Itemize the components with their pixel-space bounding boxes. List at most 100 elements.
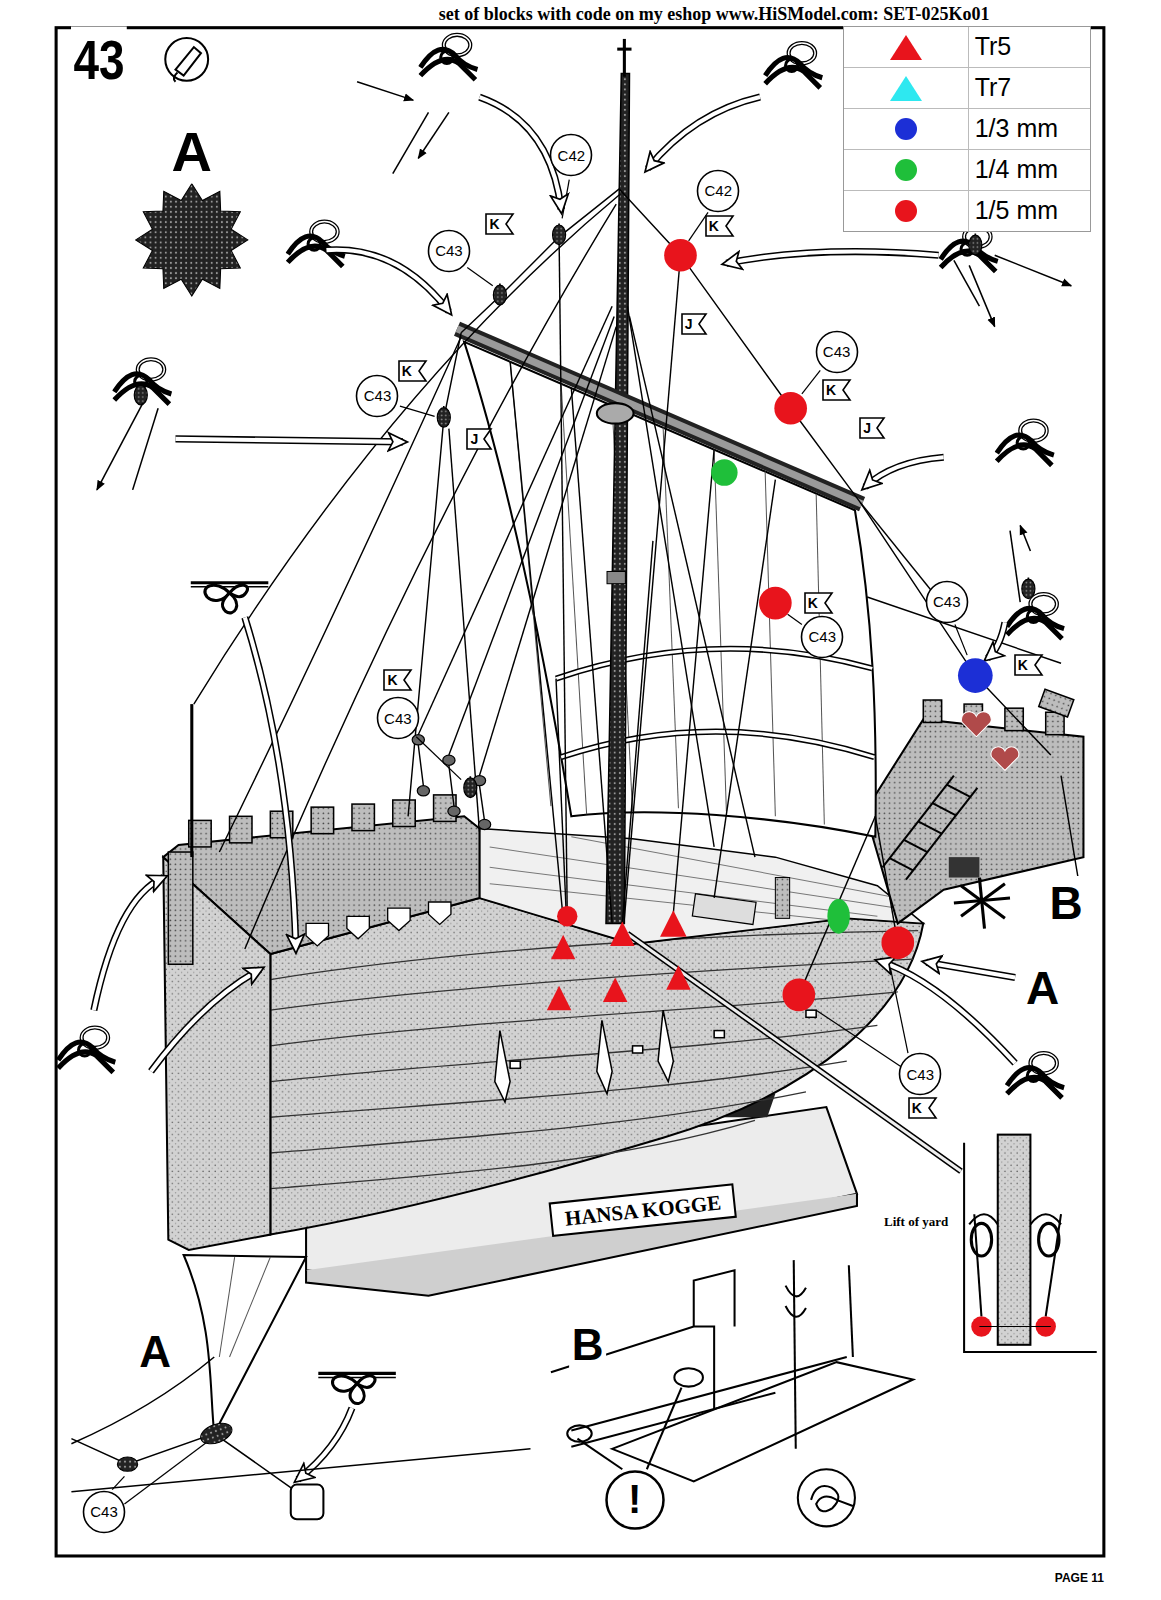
flag-outline (466, 428, 492, 450)
legend-text: 1/3 mm (968, 109, 1090, 149)
legend-swatch (888, 32, 924, 62)
callout-circle: C42 (696, 169, 740, 213)
flag-shape (706, 216, 733, 236)
flag-shape (1015, 655, 1042, 675)
circle-shape (926, 581, 967, 622)
header-note: set of blocks with code on my eshop www.… (436, 4, 993, 25)
circle-shape (900, 1054, 941, 1095)
flag-outline (681, 313, 707, 335)
warning-mark: ! (628, 1477, 641, 1522)
triangle-swatch (890, 76, 922, 101)
circle-shape (606, 1471, 663, 1528)
flag-letter: K (826, 382, 836, 398)
legend-row: 1/5 mm (844, 190, 1090, 231)
circle-shape (84, 1491, 125, 1532)
legend-text: Tr5 (968, 27, 1090, 67)
flag-shape (486, 214, 513, 234)
page-number: PAGE 11 (1052, 1571, 1107, 1585)
legend-swatch (888, 196, 924, 226)
legend-swatch-cell (844, 109, 968, 149)
flag-tag: K (822, 379, 851, 401)
flag-tag: K (485, 213, 514, 235)
legend-text: Tr7 (968, 68, 1090, 108)
flag-shape (682, 314, 706, 334)
legend-swatch (888, 73, 924, 103)
legend-row: Tr7 (844, 67, 1090, 108)
callout-circle: C43 (925, 580, 969, 624)
callout-circle: C43 (355, 374, 399, 418)
legend-row: 1/3 mm (844, 108, 1090, 149)
callout-number: C42 (558, 147, 586, 164)
dot-swatch (895, 159, 917, 181)
detail-letter: B (1046, 876, 1085, 930)
flag-shape (467, 429, 491, 449)
detail-letter: A (1023, 961, 1062, 1015)
circle-shape (357, 375, 398, 416)
callout-circle: C43 (898, 1052, 942, 1096)
detail-letter: B (569, 1320, 607, 1370)
flag-shape (909, 1098, 936, 1118)
flag-tag: K (908, 1097, 937, 1119)
circle-shape (816, 331, 857, 372)
circle-shape (698, 170, 739, 211)
flag-tag: J (466, 428, 492, 450)
detail-letter: A (136, 1327, 174, 1377)
callout-number: C43 (906, 1066, 934, 1083)
legend-swatch-cell (844, 68, 968, 108)
warning-circle: ! (605, 1470, 665, 1530)
callout-number: C43 (384, 710, 412, 727)
detail-letter: A (169, 118, 215, 183)
flag-tag: K (1014, 654, 1043, 676)
legend-text: 1/5 mm (968, 191, 1090, 231)
flag-letter: J (685, 316, 693, 332)
step-number: 43 (71, 27, 127, 92)
flag-tag: K (383, 669, 412, 691)
circle-shape (428, 230, 469, 271)
flag-shape (384, 670, 411, 690)
flag-letter: K (489, 216, 499, 232)
callout-number: C43 (933, 593, 961, 610)
callout-circle: C43 (800, 615, 844, 659)
circle-shape (802, 616, 843, 657)
callout-circle: C43 (82, 1490, 126, 1534)
flag-shape (823, 380, 850, 400)
callout-circle: C43 (376, 696, 420, 740)
callout-circle: C42 (549, 133, 593, 177)
flag-tag: K (705, 215, 734, 237)
callout-number: C43 (90, 1503, 118, 1520)
dot-swatch (895, 200, 917, 222)
flag-tag: J (681, 313, 707, 335)
callout-number: C43 (435, 242, 463, 259)
legend-swatch-cell (844, 191, 968, 231)
circle-shape (551, 135, 592, 176)
dot-swatch (895, 118, 917, 140)
flag-letter: K (1018, 657, 1028, 673)
callout-number: C42 (704, 182, 732, 199)
legend-text: 1/4 mm (968, 150, 1090, 190)
legend-swatch (888, 155, 924, 185)
flag-tag: K (804, 592, 833, 614)
callout-number: C43 (823, 343, 851, 360)
flag-shape (805, 593, 832, 613)
callout-circle: C43 (815, 330, 859, 374)
legend-row: 1/4 mm (844, 149, 1090, 190)
legend-row: Tr5 (844, 27, 1090, 67)
legend-swatch-cell (844, 150, 968, 190)
flag-tag: J (859, 417, 885, 439)
callout-number: C43 (364, 387, 392, 404)
callout-number: C43 (809, 628, 837, 645)
flag-shape (399, 361, 426, 381)
legend-swatch (888, 114, 924, 144)
flag-tag: K (398, 360, 427, 382)
flag-letter: K (387, 672, 397, 688)
flag-outline (859, 417, 885, 439)
flag-shape (860, 418, 884, 438)
legend-table: Tr5Tr71/3 mm1/4 mm1/5 mm (843, 26, 1091, 232)
triangle-swatch (890, 35, 922, 60)
flag-letter: J (470, 431, 478, 447)
flag-letter: K (402, 363, 412, 379)
flag-letter: K (709, 218, 719, 234)
circle-shape (377, 698, 418, 739)
flag-letter: K (808, 595, 818, 611)
flag-letter: J (863, 420, 871, 436)
